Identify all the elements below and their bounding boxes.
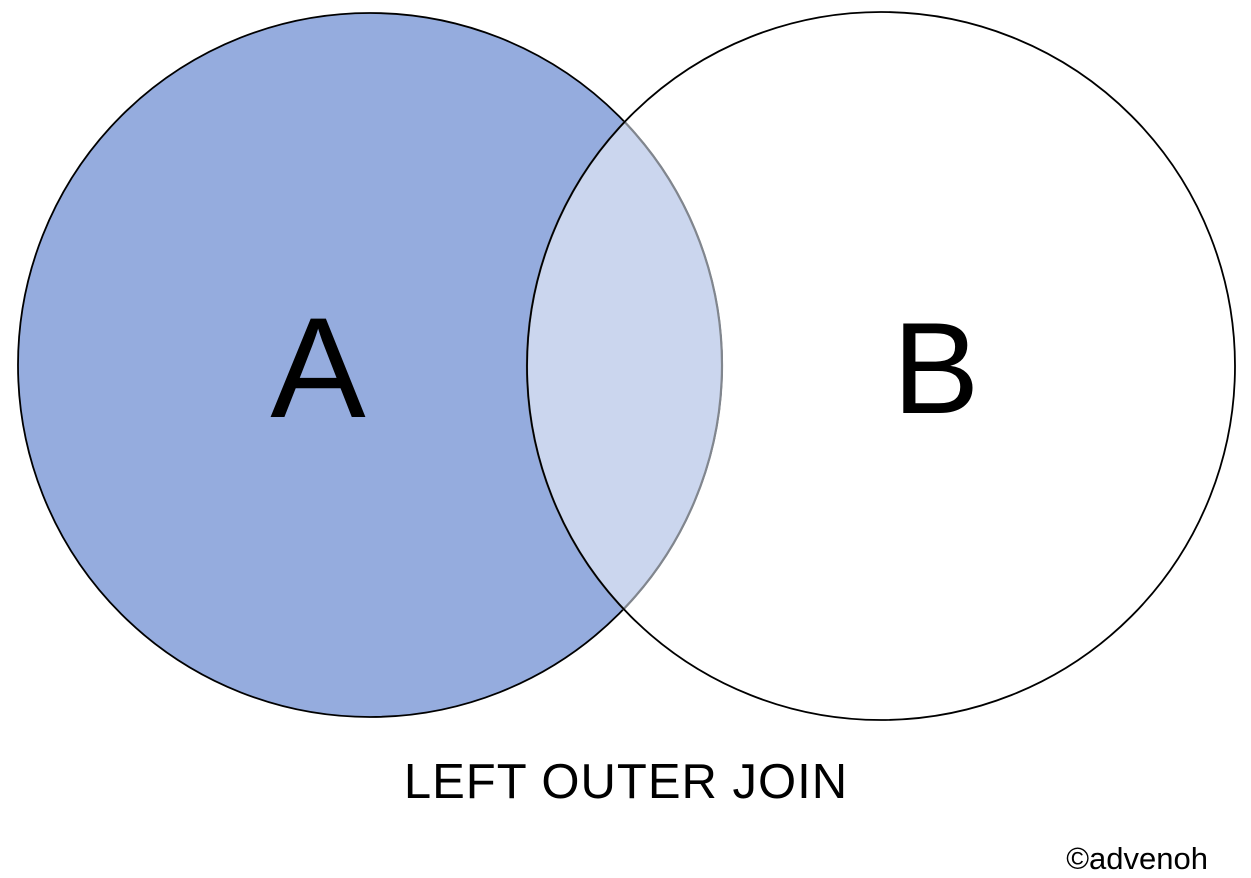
set-a-label: A: [270, 289, 366, 448]
diagram-caption: LEFT OUTER JOIN: [404, 755, 848, 809]
set-b-label: B: [893, 295, 980, 441]
watermark: ©advenoh: [1066, 841, 1208, 876]
circle-b: [526, 11, 1236, 721]
